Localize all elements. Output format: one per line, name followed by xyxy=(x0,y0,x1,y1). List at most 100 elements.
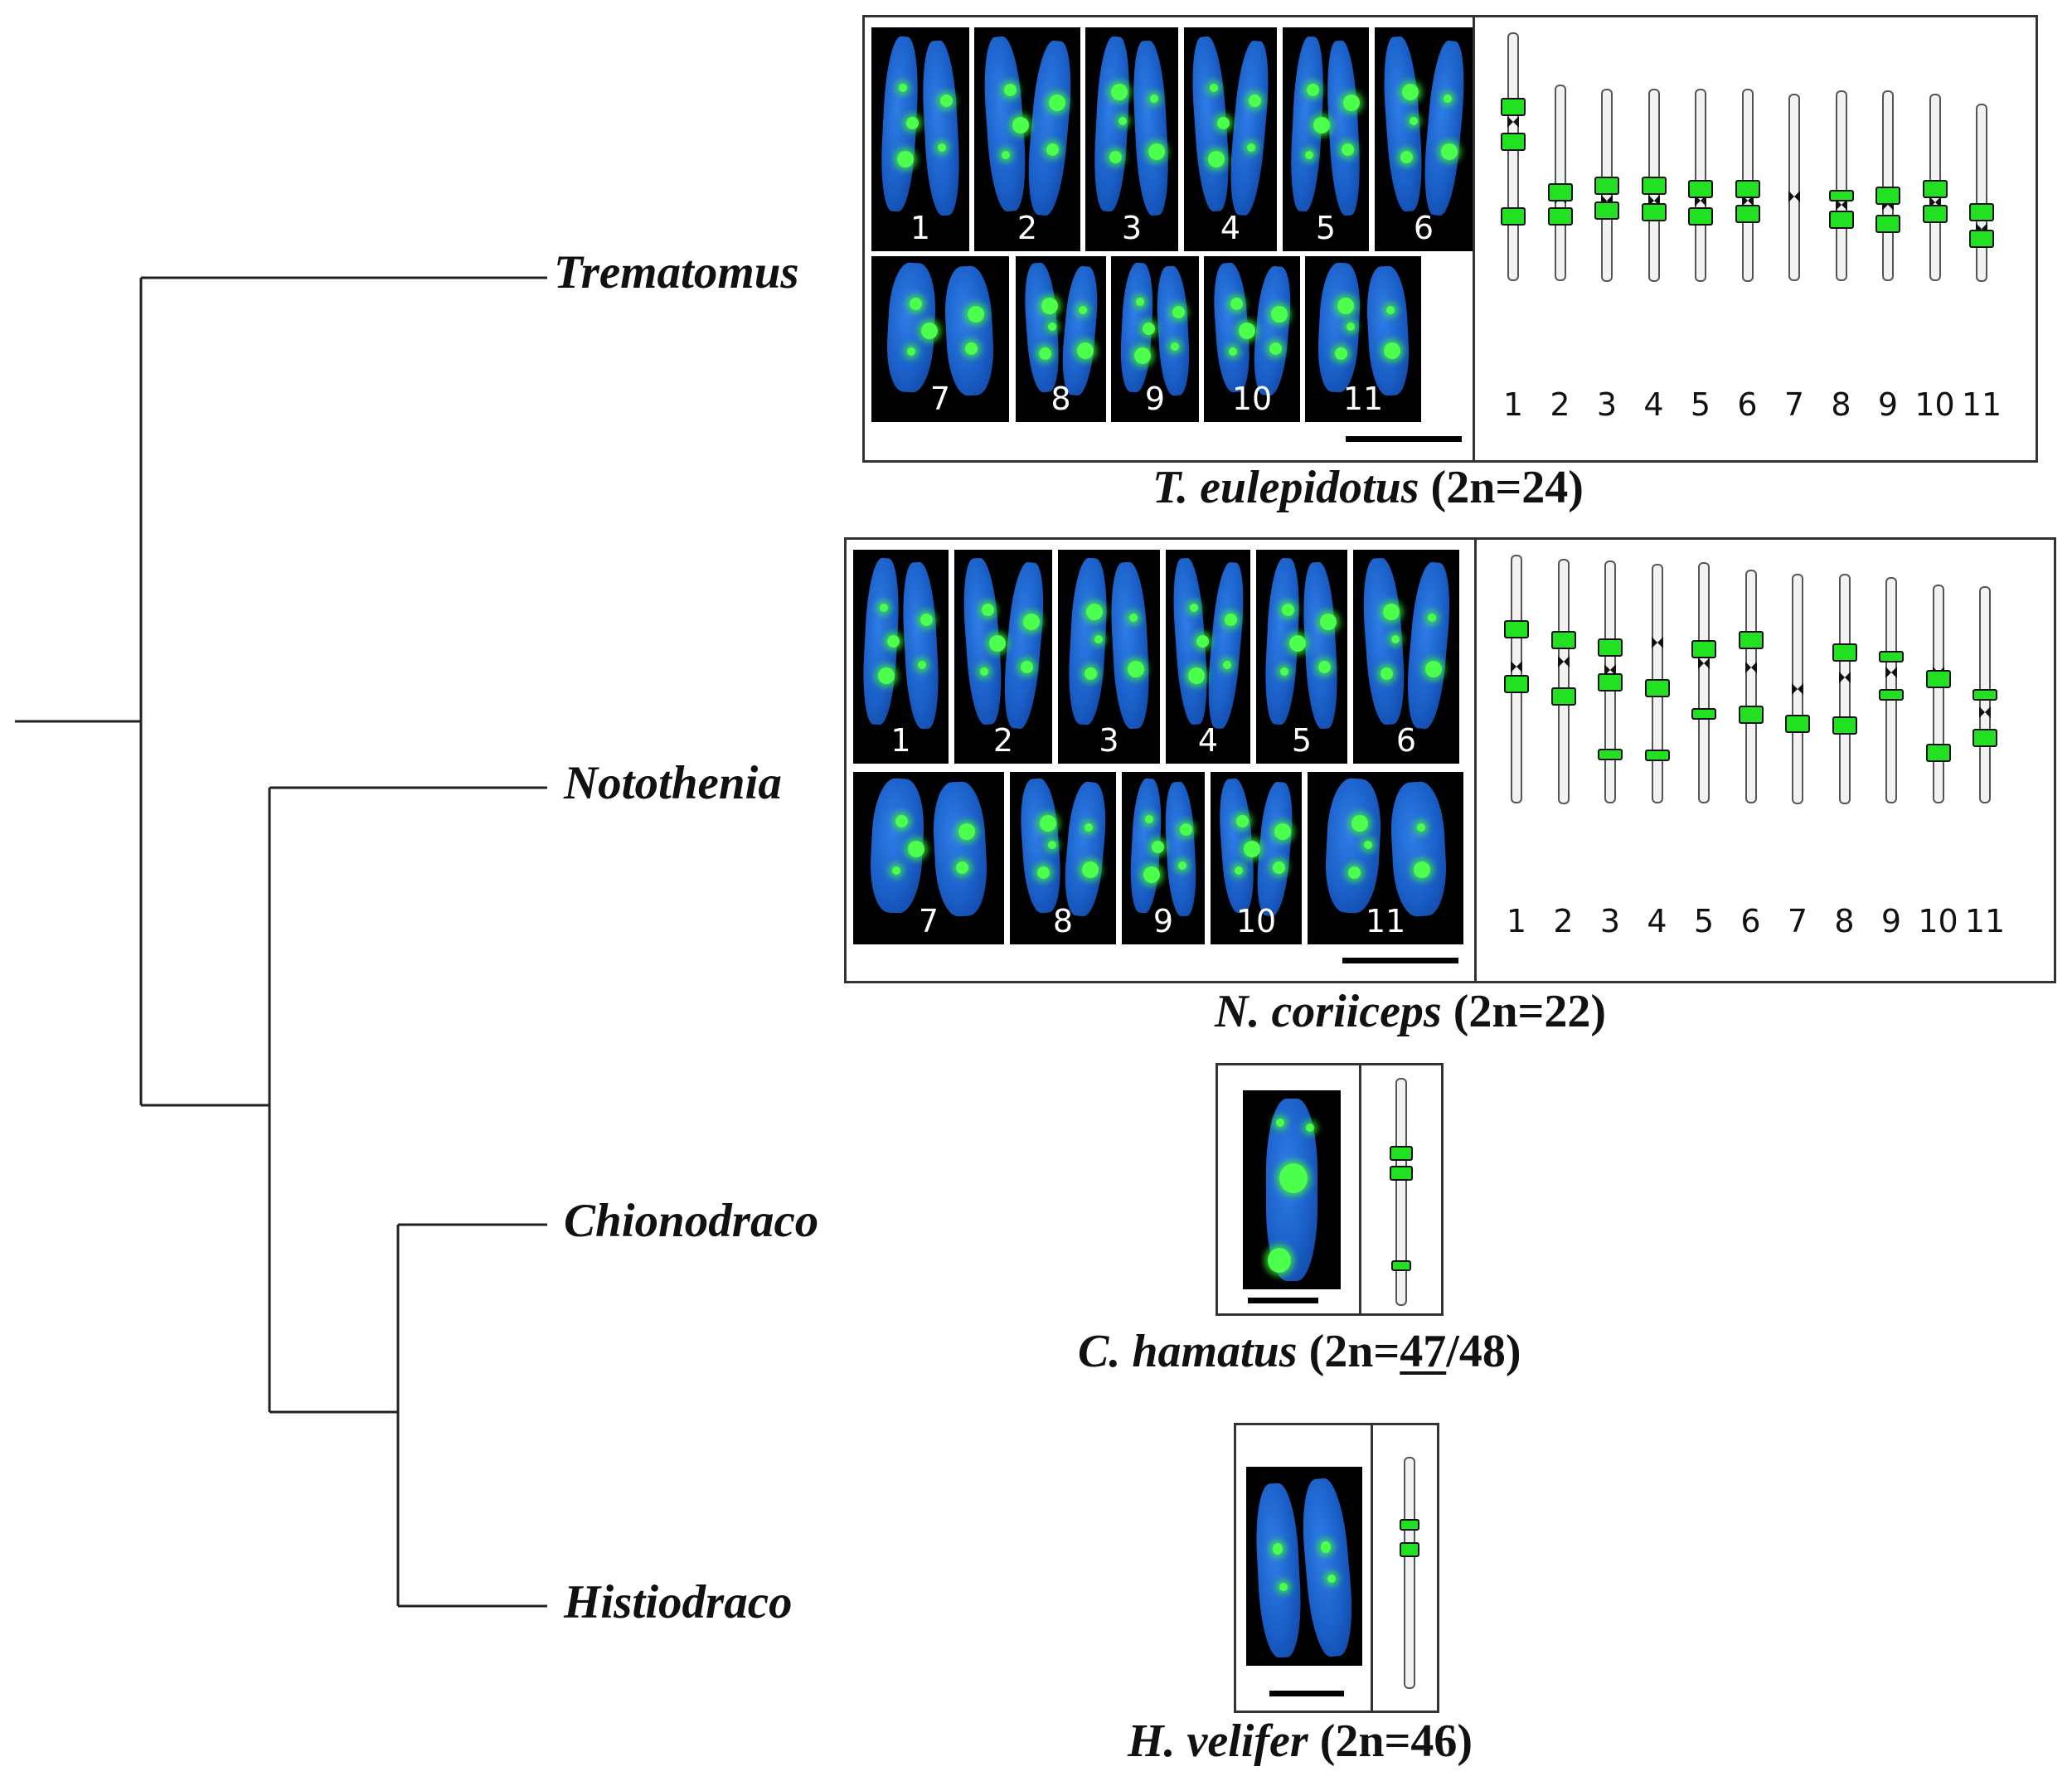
fish-signal xyxy=(1348,866,1361,879)
ideogram xyxy=(1385,1457,1435,1689)
chromosome xyxy=(1322,777,1384,915)
fish-signal xyxy=(1279,1583,1288,1591)
fish-signal xyxy=(1225,614,1237,626)
ideogram-signal-band xyxy=(1832,716,1857,735)
chromosome-number-label: 4 xyxy=(1220,210,1241,246)
ideogram-signal-band xyxy=(1504,675,1529,693)
ideogram-chromosome-10 xyxy=(1919,94,1952,281)
chromosome-number-label: 2 xyxy=(1017,210,1038,246)
fish-signal xyxy=(1383,604,1400,620)
ideogram-chromosome-4 xyxy=(1638,89,1671,282)
scale-bar xyxy=(1248,1298,1318,1303)
chromosome-number-label: 8 xyxy=(1051,381,1071,417)
caption-c-hamatus: C. hamatus (2n=47/48) xyxy=(1078,1325,1521,1378)
fish-signal xyxy=(1150,95,1158,103)
fish-signal xyxy=(1129,614,1138,622)
chromosome-number-label: 1 xyxy=(910,210,931,246)
ideogram-number-label: 7 xyxy=(1787,903,1808,939)
ideogram-signal-band xyxy=(1922,180,1948,198)
fish-signal xyxy=(1417,823,1425,832)
fish-signal xyxy=(1118,117,1127,125)
fish-signal xyxy=(1428,614,1436,622)
fish-signal xyxy=(920,614,933,626)
fish-signal xyxy=(1196,635,1209,648)
ideogram-number-label: 2 xyxy=(1553,903,1574,939)
fish-signal xyxy=(1230,298,1243,310)
chromosome xyxy=(1108,561,1152,730)
fish-signal xyxy=(1386,306,1395,314)
ideogram-number-label: 2 xyxy=(1550,386,1570,423)
chromosome xyxy=(1364,264,1412,397)
chromosome-count: (2n=22) xyxy=(1453,986,1607,1037)
ideogram-signal-band xyxy=(1973,689,1997,701)
fish-signal xyxy=(1276,1119,1284,1127)
genus-label-trematomus: Trematomus xyxy=(554,246,799,298)
centromere-marker xyxy=(1651,637,1663,648)
scale-bar xyxy=(1342,958,1458,963)
ideogram-signal-band xyxy=(1501,207,1526,226)
ideogram-signal-band xyxy=(1973,729,1997,747)
ideogram-chromosome-body xyxy=(1932,585,1944,803)
centromere-marker xyxy=(1511,661,1522,672)
centromere-marker xyxy=(1929,197,1941,208)
ideogram-number-label: 3 xyxy=(1596,386,1618,423)
centromere-marker xyxy=(1792,683,1803,695)
centromere-marker xyxy=(1647,195,1660,206)
chromosome xyxy=(1403,561,1454,730)
fish-signal xyxy=(1004,84,1017,96)
fish-signal xyxy=(1046,143,1059,156)
fish-signal xyxy=(1235,866,1243,875)
chromosome-count: (2n=47/48) xyxy=(1308,1326,1521,1377)
fish-signal xyxy=(1190,604,1198,612)
fish-signal xyxy=(1041,298,1058,314)
fish-signal xyxy=(1094,635,1103,643)
centromere-marker xyxy=(1979,706,1991,718)
ideogram-number-label: 1 xyxy=(1506,903,1527,939)
ideogram-signal-band xyxy=(1785,715,1810,733)
centromere-marker xyxy=(1698,658,1710,669)
fish-signal xyxy=(1171,342,1179,351)
chromosome-count: (2n=46) xyxy=(1319,1715,1473,1767)
chromosome-number-label: 2 xyxy=(992,722,1014,759)
chromosome-cell: 6 xyxy=(1353,550,1459,764)
fish-signal xyxy=(1321,1541,1331,1553)
fish-signal xyxy=(1289,635,1306,652)
centromere-marker xyxy=(1695,195,1706,206)
chromosome xyxy=(1315,261,1363,394)
chromosome xyxy=(930,780,990,918)
fish-signal xyxy=(1208,151,1225,167)
ideogram-chromosome-2 xyxy=(1547,559,1580,804)
chromosome-cell: 9 xyxy=(1111,256,1199,422)
ideogram-signal-band xyxy=(1550,687,1576,706)
centromere-marker xyxy=(1507,116,1519,128)
chromosome xyxy=(1204,561,1248,730)
fish-signal xyxy=(1048,841,1056,849)
species-name: N. coriiceps xyxy=(1215,986,1442,1037)
fish-signal xyxy=(1444,95,1452,103)
fish-signal xyxy=(1172,306,1185,318)
ideogram-signal-band xyxy=(1644,750,1670,761)
fish-signal xyxy=(1282,604,1294,616)
fish-signal xyxy=(1012,117,1029,133)
ideogram-signal-band xyxy=(1594,201,1619,220)
ideogram-signal-band xyxy=(1828,190,1854,201)
fish-signal xyxy=(958,823,975,840)
fish-signal xyxy=(1441,143,1458,160)
ideogram-signal-band xyxy=(1641,177,1667,195)
chromosome xyxy=(1017,777,1064,915)
chromosome xyxy=(1000,561,1048,730)
fish-signal xyxy=(1049,95,1065,111)
ideogram-chromosome-7 xyxy=(1781,574,1814,804)
chromosome-number-label: 5 xyxy=(1291,722,1313,759)
chromosome xyxy=(1225,39,1274,217)
ideogram xyxy=(1377,1078,1427,1306)
ideogram-chromosome-body xyxy=(1835,90,1847,281)
ideogram-number-label: 4 xyxy=(1643,386,1664,423)
chromosome-number-label: 9 xyxy=(1144,381,1166,417)
caption-n-coriiceps: N. coriiceps (2n=22) xyxy=(1215,985,1606,1038)
fish-signal xyxy=(1244,841,1260,857)
fish-signal xyxy=(1109,151,1122,163)
chromosome-number-label: 10 xyxy=(1235,903,1277,939)
fish-signal xyxy=(1247,143,1255,152)
